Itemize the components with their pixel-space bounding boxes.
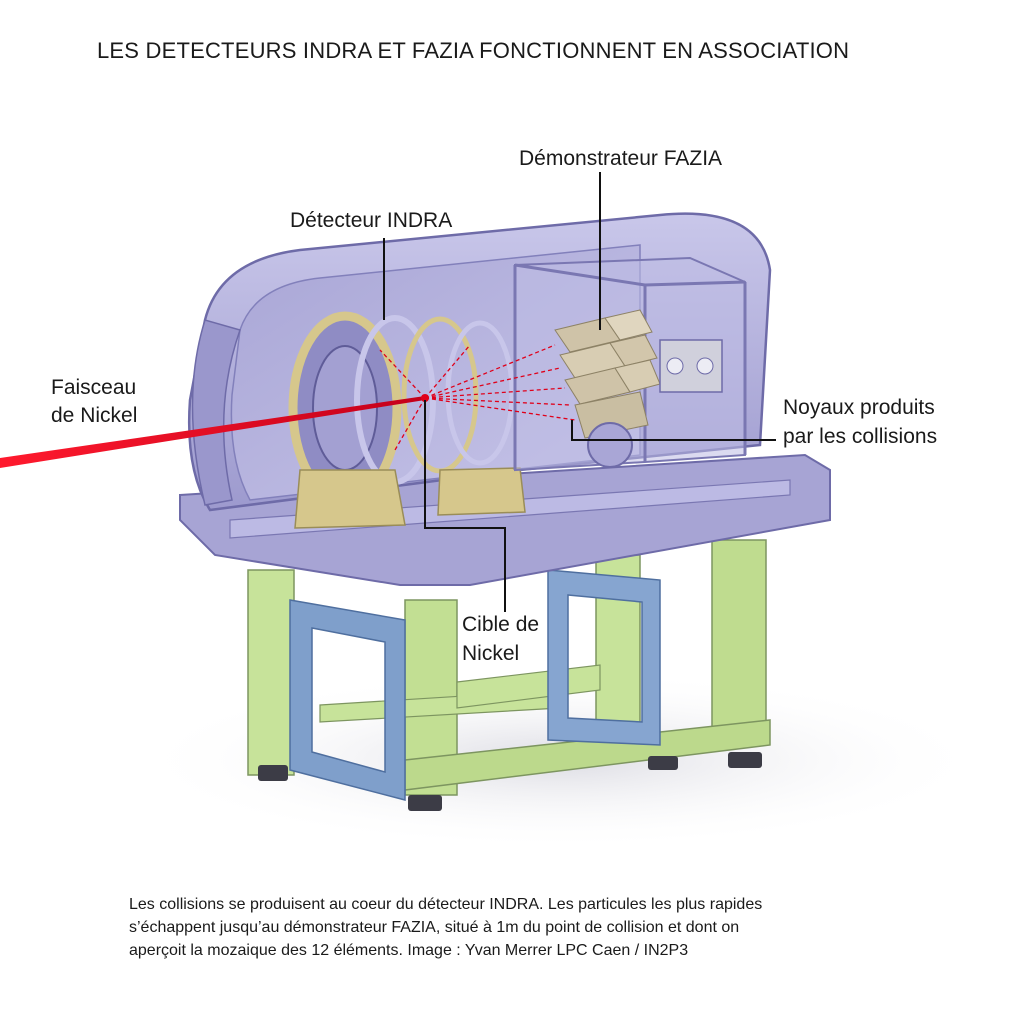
indra-support (294, 469, 406, 529)
label-beam-line1: Faisceau (51, 376, 137, 399)
label-nuclei-line2: par les collisions (783, 425, 938, 448)
page-title: LES DETECTEURS INDRA ET FAZIA FONCTIONNE… (97, 38, 850, 63)
foot (258, 765, 288, 781)
fazia-port (587, 422, 633, 468)
leader-target (424, 400, 506, 612)
blue-frame (547, 569, 661, 746)
indra-detector (288, 311, 526, 529)
blue-frames (289, 569, 661, 801)
fazia-tiles (554, 309, 661, 439)
label-fazia: Démonstrateur FAZIA (519, 147, 723, 170)
blue-frame (289, 599, 406, 801)
fazia-demonstrator (513, 256, 747, 472)
leader-nuclei (571, 420, 776, 441)
nickel-beam (0, 396, 425, 468)
label-nuclei-line1: Noyaux produits (783, 396, 935, 419)
figure-caption: Les collisions se produisent au coeur du… (129, 893, 909, 962)
caption-line: s’échappent jusqu’au démonstrateur FAZIA… (129, 919, 740, 936)
nickel-target (421, 394, 429, 402)
caption-line: Les collisions se produisent au coeur du… (129, 896, 763, 913)
chamber-end-cap (191, 319, 241, 506)
leader-lines (383, 172, 776, 612)
caption-line: aperçoit la mozaique des 12 éléments. Im… (129, 942, 689, 959)
label-indra: Détecteur INDRA (290, 209, 453, 232)
label-target-line1: Cible de (462, 613, 540, 636)
foot (408, 795, 442, 811)
support-leg (247, 569, 295, 776)
feet (258, 752, 762, 811)
indra-support (437, 467, 526, 516)
foot (648, 756, 678, 770)
label-beam-line2: de Nickel (51, 404, 138, 427)
particle-tracks (379, 344, 576, 451)
label-target-line2: Nickel (462, 642, 520, 665)
support-leg (711, 539, 767, 746)
foot (728, 752, 762, 768)
